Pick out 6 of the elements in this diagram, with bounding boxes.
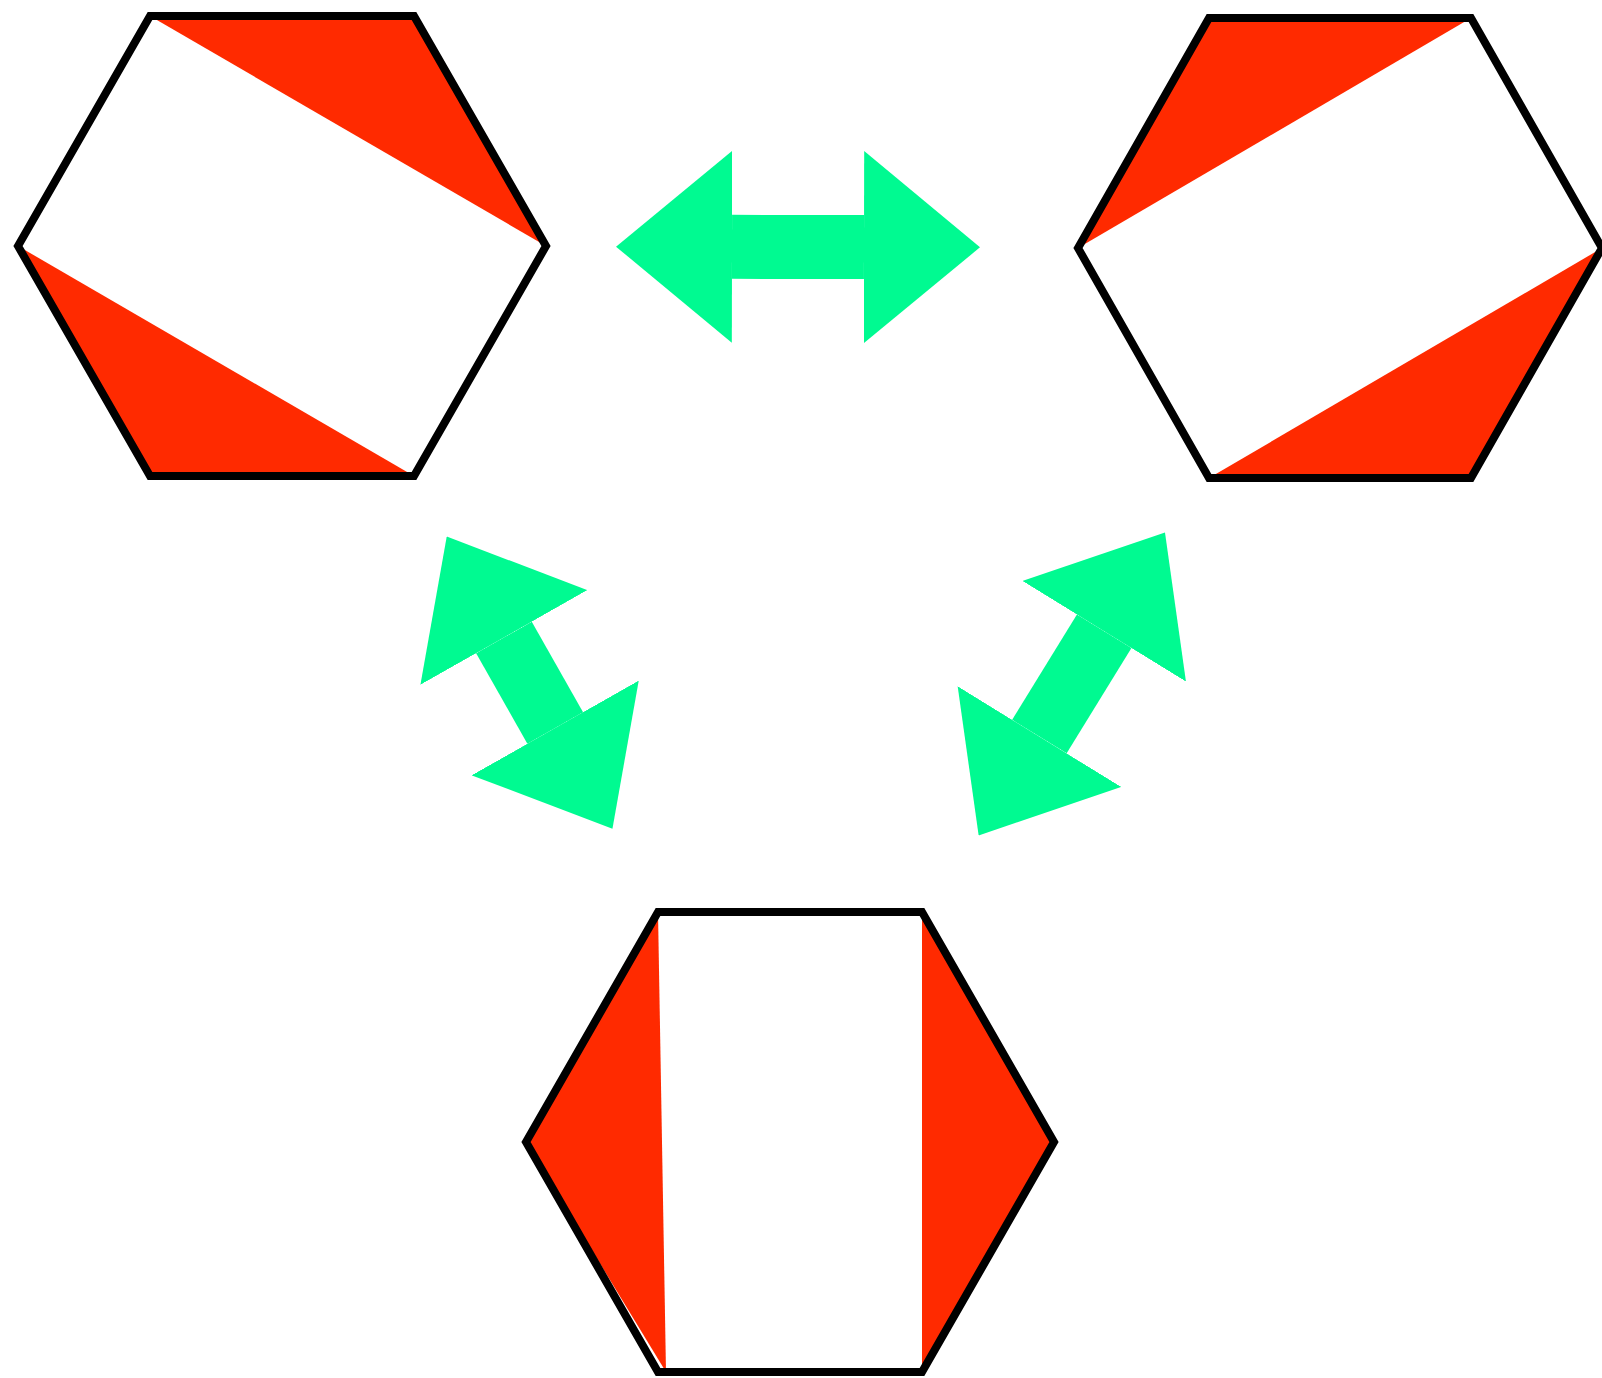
double-arrow xyxy=(420,536,639,829)
double-arrow xyxy=(957,532,1186,836)
hexagon-shape xyxy=(526,912,1054,1372)
hexagon-shape xyxy=(18,16,546,476)
hexagon-shape xyxy=(1078,18,1602,478)
double-arrow xyxy=(616,150,980,344)
